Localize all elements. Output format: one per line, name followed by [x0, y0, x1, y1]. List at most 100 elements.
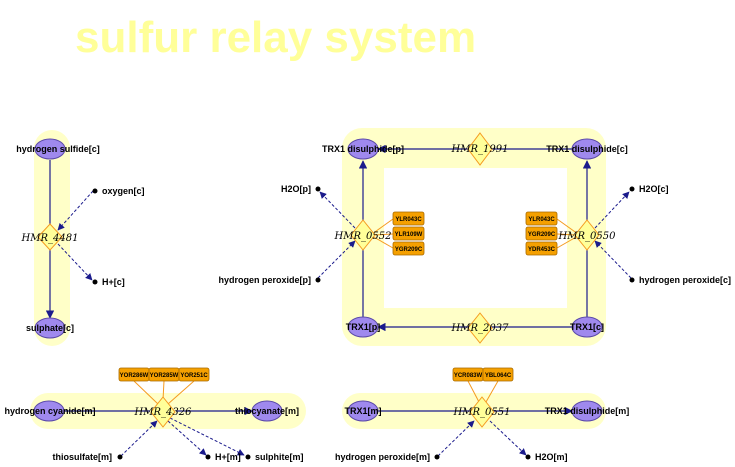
gene-label: YDR453C: [528, 247, 556, 253]
cofactor-dot[interactable]: [434, 454, 440, 460]
cofactor-dot[interactable]: [92, 279, 98, 285]
cofactor-dot[interactable]: [629, 186, 635, 192]
reaction-node-hmr-0551[interactable]: [469, 396, 495, 428]
gene-edge: [133, 380, 159, 405]
metabolite-label-sulphate-c: sulphate[c]: [26, 323, 74, 333]
metabolite-label-trx1-disulphide-c: TRX1 disulphide[c]: [546, 144, 628, 154]
metabolite-label-oxygen-c: oxygen[c]: [102, 186, 145, 196]
edge-cofactor-in: [594, 240, 632, 279]
diagram-title: sulfur relay system: [75, 13, 476, 62]
metabolite-label-h2o-m: H2O[m]: [535, 452, 568, 462]
metabolite-label-trx1-disulphide-m: TRX1 disulphide[m]: [545, 406, 630, 416]
gene-edge: [467, 380, 480, 403]
gene-box[interactable]: [525, 211, 558, 226]
gene-edge: [371, 218, 394, 235]
metabolite-label-hydrogen-peroxide-m: hydrogen peroxide[m]: [335, 452, 430, 462]
metabolite-node[interactable]: [347, 316, 379, 338]
edge-cofactor-out: [57, 243, 93, 281]
gene-box[interactable]: [482, 367, 514, 382]
gene-label: YLR109W: [395, 232, 423, 238]
metabolite-label-sulphite-m: sulphite[m]: [255, 452, 304, 462]
gene-edge: [485, 380, 499, 403]
metabolite-label-hydrogen-cyanide-m: hydrogen cyanide[m]: [4, 406, 95, 416]
gene-box[interactable]: [525, 241, 558, 256]
cofactor-dot[interactable]: [525, 454, 531, 460]
gene-edge: [556, 218, 579, 235]
gene-label: YBL064C: [485, 373, 512, 379]
cofactor-dot[interactable]: [315, 277, 321, 283]
gene-label: YLR043C: [528, 217, 555, 223]
cofactor-dot[interactable]: [92, 188, 98, 194]
metabolite-label-trx1-p: TRX1[p]: [346, 322, 381, 332]
gene-box[interactable]: [178, 367, 210, 382]
reaction-node-hmr-4326[interactable]: [150, 396, 176, 428]
reaction-node-hmr-4481[interactable]: [37, 223, 63, 251]
edge-cofactor-out: [167, 420, 207, 456]
gene-edge: [371, 235, 394, 249]
metabolite-label-trx1-m: TRX1[m]: [344, 406, 381, 416]
cofactor-dot[interactable]: [117, 454, 123, 460]
metabolite-node[interactable]: [34, 317, 66, 339]
reaction-label-hmr-1991: HMR_1991: [451, 144, 509, 155]
gene-box[interactable]: [392, 211, 425, 226]
gene-label: YCR083W: [454, 373, 483, 379]
gene-label: YGR209C: [528, 232, 556, 238]
metabolite-label-thiocyanate-m: thiocyanate[m]: [235, 406, 299, 416]
metabolite-node[interactable]: [347, 138, 379, 160]
gene-edge: [167, 380, 195, 405]
reaction-node-hmr-0552[interactable]: [350, 219, 376, 251]
reaction-label-hmr-0552: HMR_0552: [334, 231, 392, 242]
edge-cofactor-out: [489, 420, 527, 456]
reaction-hmr-4481-group: hydrogen sulfide[c] sulphate[c] oxygen[c…: [16, 138, 145, 339]
cofactor-dot[interactable]: [315, 186, 321, 192]
reaction-node-hmr-1991[interactable]: [467, 132, 493, 166]
metabolite-node[interactable]: [34, 138, 66, 160]
edge-cofactor-out: [319, 191, 356, 229]
metabolite-node[interactable]: [347, 400, 379, 422]
reaction-hmr-4326-group: hydrogen cyanide[m] thiocyanate[m] thios…: [4, 367, 304, 462]
reaction-label-hmr-0551: HMR_0551: [453, 407, 511, 418]
reaction-hmr-0551-group: TRX1[m] TRX1 disulphide[m] hydrogen pero…: [335, 367, 630, 462]
metabolite-label-h-plus-m: H+[m]: [215, 452, 241, 462]
edge-cofactor-in: [57, 190, 94, 231]
reaction-label-hmr-2037: HMR_2037: [451, 323, 510, 334]
metabolite-label-trx1-c: TRX1[c]: [570, 322, 604, 332]
gene-box[interactable]: [392, 226, 425, 241]
cofactor-dot[interactable]: [245, 454, 251, 460]
gene-box[interactable]: [392, 241, 425, 256]
cofactor-dot[interactable]: [629, 277, 635, 283]
metabolite-node[interactable]: [251, 400, 283, 422]
metabolite-label-hydrogen-peroxide-p: hydrogen peroxide[p]: [218, 275, 311, 285]
cofactor-dot[interactable]: [205, 454, 211, 460]
gene-edge: [373, 233, 394, 236]
edge-cofactor-in: [120, 420, 158, 457]
reaction-label-hmr-0550: HMR_0550: [558, 231, 617, 242]
metabolite-label-h2o-c: H2O[c]: [639, 184, 669, 194]
reaction-node-hmr-0550[interactable]: [574, 219, 600, 251]
gene-box[interactable]: [525, 226, 558, 241]
metabolite-node[interactable]: [571, 400, 603, 422]
edge-cofactor-in: [317, 240, 356, 279]
gene-label: YOR251C: [180, 373, 208, 379]
reaction-label-hmr-4326: HMR_4326: [134, 407, 193, 418]
edge-cofactor-out: [169, 417, 245, 456]
metabolite-label-h2o-p: H2O[p]: [281, 184, 311, 194]
metabolite-node[interactable]: [571, 138, 603, 160]
gene-edge: [556, 233, 577, 236]
metabolite-label-thiosulfate-m: thiosulfate[m]: [53, 452, 113, 462]
gene-label: YOR285W: [150, 373, 179, 379]
gene-edge: [556, 235, 579, 249]
gene-label: YGR209C: [395, 247, 423, 253]
metabolite-node[interactable]: [571, 316, 603, 338]
metabolite-label-hydrogen-sulfide-c: hydrogen sulfide[c]: [16, 144, 100, 154]
metabolite-label-trx1-disulphide-p: TRX1 disulphide[p]: [322, 144, 404, 154]
trx1-cycle-group: TRX1 disulphide[p] TRX1 disulphide[c] TR…: [218, 132, 731, 344]
metabolite-node[interactable]: [33, 400, 65, 422]
reaction-node-hmr-2037[interactable]: [467, 312, 493, 344]
edge-cofactor-in: [437, 420, 475, 457]
gene-label: YOR286W: [120, 373, 149, 379]
reaction-label-hmr-4481: HMR_4481: [21, 233, 79, 244]
metabolite-label-h-plus-c: H+[c]: [102, 277, 125, 287]
gene-label: YLR043C: [395, 217, 422, 223]
